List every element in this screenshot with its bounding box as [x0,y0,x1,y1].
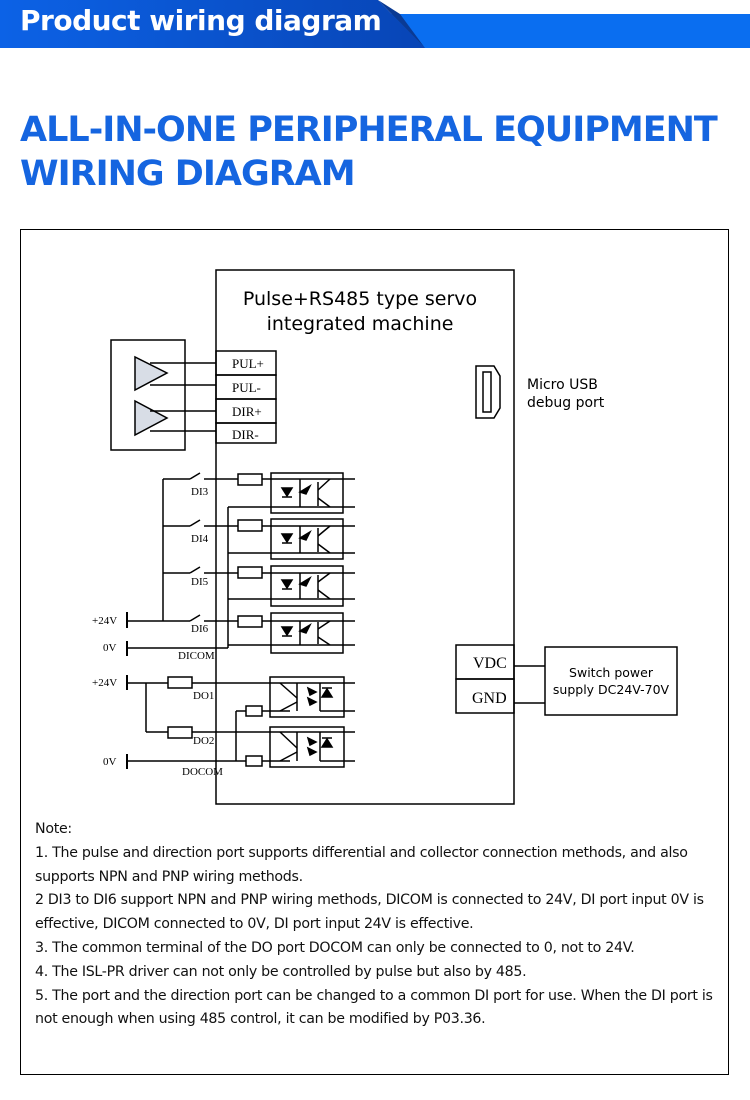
di-row [163,472,355,508]
usb-label-line-2: debug port [527,395,605,411]
docom-label: DOCOM [182,766,223,778]
note-item: 5. The port and the direction port can b… [35,987,713,1028]
banner-background [0,0,750,48]
switch-power-supply-box [544,646,678,716]
di-label: DI4 [191,533,209,545]
di-row [163,519,355,554]
terminal-label: PUL+ [232,356,264,371]
terminal-label: PUL- [232,380,261,395]
di-row [189,614,355,646]
gnd-label: GND [472,690,507,707]
plus24v-do-label: +24V [92,677,117,689]
di-row [163,566,355,600]
resistor-icon [237,473,263,486]
note-item: 2 DI3 to DI6 support NPN and PNP wiring … [35,892,704,933]
optocoupler-icon [269,676,345,718]
plus24v-di-label: +24V [92,615,117,627]
switch-icon [189,472,201,480]
di-label: DI3 [191,486,209,498]
vdc-label: VDC [473,655,507,672]
digital-input-circuit [126,472,355,656]
device-title-line-2: integrated machine [267,313,454,335]
device-title-line-1: Pulse+RS485 type servo [243,288,477,310]
page-title-line-1: ALL-IN-ONE PERIPHERAL EQUIPMENT [20,110,718,150]
diagram-frame [20,229,729,1075]
pulse-terminal-block: PUL+ PUL- DIR+ DIR- [215,350,277,444]
note-item: 4. The ISL-PR driver can not only be con… [35,963,527,980]
note-item: 1. The pulse and direction port supports… [35,844,688,885]
optocoupler-icon [270,472,344,514]
page-title-line-2: WIRING DIAGRAM [20,154,356,194]
notes-section: Note: 1. The pulse and direction port su… [35,818,725,1032]
servo-device-body [215,269,515,805]
header-banner: Product wiring diagram [0,0,750,48]
micro-usb-port-icon [475,365,501,419]
terminal-label: DIR- [232,427,259,442]
optocoupler-icon [270,565,344,607]
banner-title: Product wiring diagram [20,4,382,37]
optocoupler-icon [269,726,345,768]
optocoupler-icon [270,612,344,654]
differential-driver-icon [110,339,216,451]
optocoupler-icon [270,518,344,560]
zero-v-di-label: 0V [103,642,117,654]
resistor-icon [167,676,193,689]
zero-v-do-label: 0V [103,756,117,768]
di-label: DI5 [191,576,209,588]
terminal-gnd [455,678,515,714]
note-item: 3. The common terminal of the DO port DO… [35,939,635,956]
terminal-label: DIR+ [232,404,262,419]
notes-heading: Note: [35,821,72,837]
usb-label-line-1: Micro USB [527,377,598,393]
dicom-label: DICOM [178,650,215,662]
terminal-dir-minus [215,422,277,444]
do-label: DO2 [193,735,214,747]
power-supply-label-line-2: supply DC24V-70V [553,682,670,697]
page-title: ALL-IN-ONE PERIPHERAL EQUIPMENT WIRING D… [20,108,720,196]
power-supply-label-line-1: Switch power [569,665,654,680]
di-label: DI6 [191,623,209,635]
do-label: DO1 [193,690,214,702]
digital-output-circuit [126,675,355,769]
